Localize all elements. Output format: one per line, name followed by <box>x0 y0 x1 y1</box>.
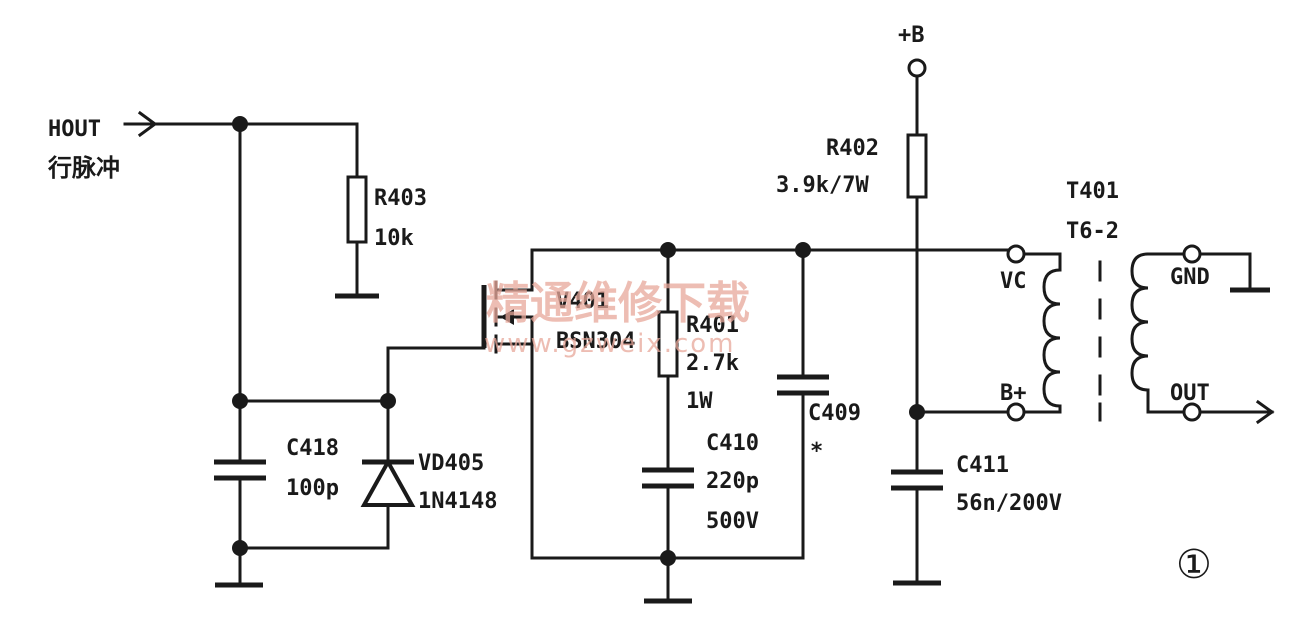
c410-value: 220p <box>706 469 759 494</box>
vc-label: VC <box>1000 269 1027 294</box>
r402-value: 3.9k/7W <box>776 173 869 198</box>
v401-mosfet <box>481 248 534 560</box>
vd405-diode <box>238 346 486 550</box>
t401-primary-winding <box>1022 252 1062 414</box>
bplus-label: B+ <box>1000 381 1027 406</box>
left-rail <box>232 116 248 449</box>
t401-label: T401 <box>1066 179 1119 204</box>
drain-rail <box>530 242 1017 258</box>
c410-voltage: 500V <box>706 509 759 534</box>
v401-label: V401 <box>556 289 609 314</box>
c411-value: 56n/200V <box>956 491 1062 516</box>
c418-label: C418 <box>286 436 339 461</box>
vd405-part: 1N4148 <box>418 489 497 514</box>
hout-label: HOUT <box>48 117 101 142</box>
plusb-label: +B <box>898 23 925 48</box>
c418-value: 100p <box>286 476 339 501</box>
figure-number: ① <box>1176 542 1212 588</box>
r402-label: R402 <box>826 136 879 161</box>
t401-part: T6-2 <box>1066 219 1119 244</box>
r401-value: 2.7k <box>686 351 739 376</box>
hout-cn-label: 行脉冲 <box>47 154 120 182</box>
r401-resistor <box>657 248 679 472</box>
r401-label: R401 <box>686 313 739 338</box>
c411-label: C411 <box>956 453 1009 478</box>
r403-resistor <box>238 122 379 299</box>
r401-watt: 1W <box>686 389 713 414</box>
v401-part: BSN304 <box>556 329 635 354</box>
watermark-cn: 精通维修下载 <box>486 278 750 329</box>
c409-capacitor <box>777 248 829 560</box>
gnd-label: GND <box>1170 265 1210 290</box>
r403-value: 10k <box>374 226 414 251</box>
watermark-url: www.gzweix.com <box>484 329 736 359</box>
hout-input <box>123 110 242 138</box>
c411-capacitor <box>891 469 943 586</box>
out-label: OUT <box>1170 381 1210 406</box>
c410-label: C410 <box>706 431 759 456</box>
r403-label: R403 <box>374 186 427 211</box>
c418-capacitor <box>214 399 266 588</box>
c409-label: C409 <box>808 401 861 426</box>
vd405-label: VD405 <box>418 451 484 476</box>
plusb-supply <box>906 58 928 474</box>
t401-secondary-winding <box>1130 244 1275 425</box>
c409-note: * <box>810 439 823 464</box>
c410-capacitor <box>642 467 694 560</box>
